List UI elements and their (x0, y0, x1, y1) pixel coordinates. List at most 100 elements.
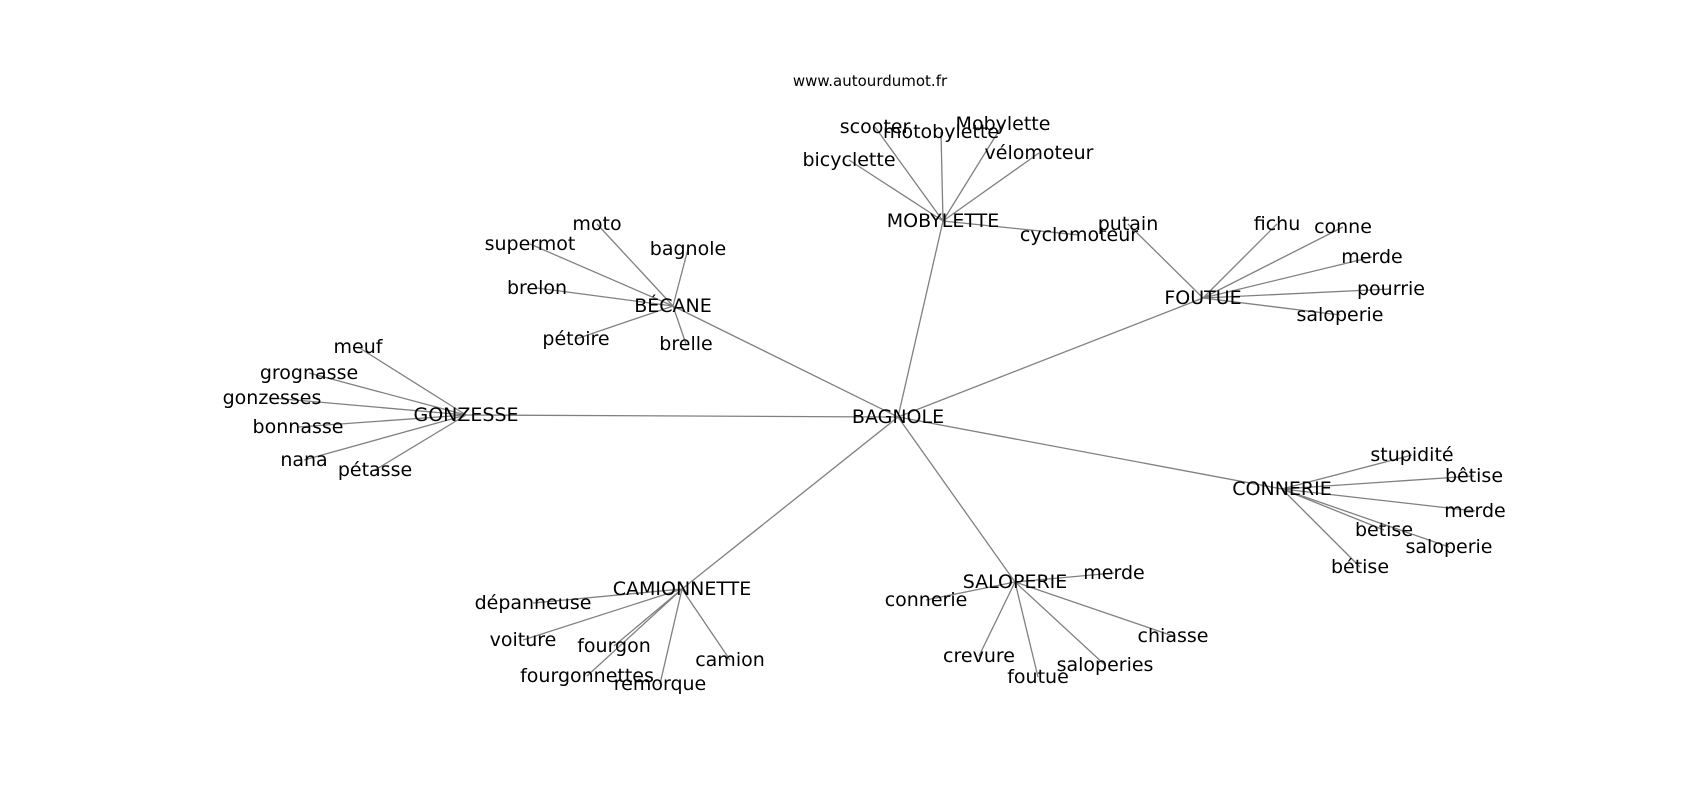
edge-hub-leaf (1281, 475, 1475, 490)
edge-hub-leaf (925, 581, 1016, 601)
leaf-node-label: betise (1355, 519, 1413, 541)
edge-center-hub (897, 220, 944, 418)
edge-hub-leaf (1014, 581, 1174, 637)
leaf-node-label: merde (1444, 500, 1505, 522)
leaf-node-label: bicyclette (802, 149, 895, 171)
edge-hub-leaf (942, 220, 1080, 236)
leaf-node-label: vélomoteur (985, 142, 1094, 164)
leaf-node-label: merde (1341, 246, 1402, 268)
leaf-node-label: brelon (507, 277, 567, 299)
hub-node-label: CAMIONNETTE (613, 578, 752, 600)
leaf-node-label: camion (695, 649, 765, 671)
leaf-node-label: pétasse (338, 459, 412, 481)
edge-hub-leaf (596, 223, 674, 307)
edge-hub-leaf (942, 123, 1004, 222)
edge-hub-leaf (672, 248, 689, 307)
edge-hub-leaf (532, 588, 683, 604)
leaf-node-label: brelle (659, 333, 712, 355)
label-layer: BAGNOLE MOBYLETTE bicyclette scootermotobyl… (223, 113, 1506, 695)
leaf-node-label: motobylette (883, 121, 999, 143)
leaf-node-label: pétoire (542, 328, 609, 350)
leaf-node-label: bétise (1331, 556, 1389, 578)
edge-hub-leaf (659, 588, 683, 685)
leaf-node-label: scooter (840, 116, 911, 138)
leaf-node-label: gonzesses (223, 387, 322, 409)
edge-hub-leaf (1281, 488, 1450, 548)
edge-hub-leaf (357, 346, 467, 416)
hub-node-label: MOBYLETTE (887, 210, 999, 232)
edge-hub-leaf (1202, 256, 1373, 299)
edge-hub-leaf (681, 588, 731, 661)
edge-hub-leaf (575, 305, 674, 340)
edge-hub-leaf (848, 159, 944, 222)
edge-hub-leaf (1281, 488, 1476, 512)
leaf-node-label: chiasse (1138, 625, 1209, 647)
leaf-node-label: merde (1083, 562, 1144, 584)
hub-node-label: FOUTUE (1164, 287, 1241, 309)
hub-node-label: SALOPERIE (963, 571, 1068, 593)
leaf-node-label: fourgonnettes (520, 665, 654, 687)
edge-hub-leaf (1281, 454, 1413, 490)
leaf-node-label: cyclomoteur (1020, 224, 1138, 246)
edge-layer (271, 123, 1476, 685)
leaf-node-label: foutue (1007, 666, 1069, 688)
edge-hub-leaf (1014, 581, 1039, 678)
leaf-node-label: bonnasse (253, 416, 344, 438)
hub-node-label: BÉCANE (634, 294, 712, 317)
site-watermark: www.autourdumot.fr (793, 72, 948, 90)
leaf-node-label: meuf (334, 336, 384, 358)
edge-hub-leaf (1127, 223, 1204, 299)
leaf-node-label: moto (572, 213, 621, 235)
hub-node-label: CONNERIE (1232, 478, 1331, 500)
leaf-node-label: grognasse (260, 362, 358, 384)
edge-hub-leaf (536, 287, 674, 307)
leaf-node-label: pourrie (1357, 278, 1425, 300)
edge-hub-leaf (1281, 488, 1361, 568)
edge-hub-leaf (374, 414, 467, 471)
edge-center-hub (897, 416, 1016, 583)
edge-center-hub (897, 297, 1204, 418)
edge-hub-leaf (308, 372, 467, 416)
edge-hub-leaf (1202, 297, 1341, 316)
hub-node-label: GONZESSE (413, 404, 518, 426)
leaf-node-label: nana (280, 449, 327, 471)
leaf-node-label: stupidité (1370, 444, 1453, 466)
leaf-node-label: saloperie (1297, 304, 1384, 326)
edge-hub-leaf (522, 588, 683, 641)
edge-hub-leaf (586, 588, 683, 677)
edge-hub-leaf (1202, 223, 1278, 299)
leaf-node-label: bagnole (650, 238, 726, 260)
leaf-node-label: remorque (614, 673, 707, 695)
leaf-node-label: connerie (885, 589, 968, 611)
center-node-label: BAGNOLE (852, 406, 944, 428)
leaf-node-label: fourgon (577, 635, 651, 657)
edge-hub-leaf (1014, 572, 1115, 583)
edge-center-hub (672, 305, 899, 418)
edge-hub-leaf (978, 581, 1016, 657)
leaf-node-label: fichu (1254, 213, 1301, 235)
leaf-node-label: voiture (490, 629, 557, 651)
leaf-node-label: dépanneuse (475, 592, 592, 614)
leaf-node-label: supermot (485, 233, 576, 255)
leaf-node-label: conne (1314, 216, 1372, 238)
edge-center-hub (897, 416, 1283, 490)
leaf-node-label: Mobylette (956, 113, 1051, 135)
edge-hub-leaf (1202, 226, 1344, 299)
leaf-node-label: bêtise (1445, 465, 1503, 487)
edge-center-hub (465, 414, 899, 418)
edge-hub-leaf (1281, 488, 1385, 531)
edge-hub-leaf (271, 397, 467, 416)
edge-hub-leaf (1014, 581, 1106, 666)
edge-center-hub (681, 416, 899, 590)
leaf-node-label: putain (1098, 213, 1159, 235)
edge-hub-leaf (672, 305, 687, 345)
edge-hub-leaf (942, 152, 1040, 222)
edge-hub-leaf (940, 131, 944, 222)
edge-hub-leaf (529, 243, 674, 307)
leaf-node-label: saloperies (1057, 654, 1154, 676)
edge-hub-leaf (297, 414, 467, 428)
edge-hub-leaf (874, 126, 944, 222)
edge-hub-leaf (1202, 288, 1392, 299)
edge-hub-leaf (303, 414, 467, 461)
